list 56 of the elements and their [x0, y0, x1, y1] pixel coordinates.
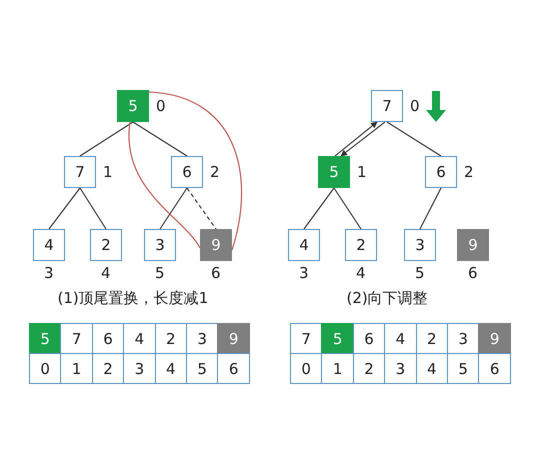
- tree-line: [80, 122, 134, 156]
- tree-line: [386, 122, 442, 156]
- index-label: 3: [299, 264, 309, 282]
- tree-line: [304, 188, 334, 230]
- tree-line: [186, 188, 216, 230]
- tree-node-box: 6: [171, 156, 203, 188]
- array-cell: 5: [321, 323, 354, 354]
- array-cell: 7: [60, 323, 93, 354]
- tree-node-box: 3: [404, 229, 436, 261]
- index-label: 5: [415, 264, 425, 282]
- tree-line: [132, 122, 188, 156]
- array-cell: 5: [29, 323, 62, 354]
- index-label: 4: [101, 264, 111, 282]
- index-label: 4: [356, 264, 366, 282]
- tree-node-box: 3: [144, 229, 176, 261]
- index-label: 5: [155, 264, 165, 282]
- array-cell: 6: [352, 323, 386, 354]
- index-label: 6: [211, 264, 221, 282]
- index-label: 2: [464, 163, 474, 181]
- tree-node-box: 9: [457, 229, 489, 261]
- caption-text: (2)向下调整: [346, 289, 428, 307]
- tree-line: [420, 188, 442, 230]
- tree-line: [160, 188, 188, 230]
- index-label: 2: [210, 163, 220, 181]
- array-cell: 9: [478, 323, 511, 354]
- index-label: 1: [103, 163, 113, 181]
- tree-node-box: 5: [117, 90, 149, 122]
- array-cell: 9: [217, 323, 250, 354]
- tree-node-box: 6: [425, 156, 457, 188]
- array-cell: 0: [29, 353, 62, 384]
- index-label: 3: [44, 264, 54, 282]
- tree-node-box: 2: [90, 229, 122, 261]
- arrow: [340, 122, 386, 156]
- array-cell: 7: [290, 323, 322, 354]
- index-label: 0: [410, 97, 420, 115]
- array-cell: 1: [321, 353, 354, 384]
- tree-line: [80, 188, 106, 230]
- caption-text: (1)顶尾置换，长度减1: [58, 289, 208, 307]
- array-cell: 6: [478, 353, 511, 384]
- tree-node-box: 7: [371, 90, 403, 122]
- index-label: 0: [156, 97, 166, 115]
- array-cell: 6: [217, 353, 250, 384]
- arrow: [334, 122, 378, 156]
- curved-line: [148, 91, 242, 250]
- array-cell: 0: [290, 353, 322, 384]
- index-label: 6: [468, 264, 478, 282]
- index-label: 1: [357, 163, 367, 181]
- curved-line: [128, 122, 200, 248]
- tree-node-box: 5: [318, 156, 350, 188]
- tree-line: [334, 188, 362, 230]
- tree-node-box: 4: [33, 229, 65, 261]
- tree-line: [48, 188, 80, 230]
- tree-node-box: 4: [288, 229, 320, 261]
- tree-node-box: 9: [200, 229, 232, 261]
- tree-node-box: 7: [64, 156, 96, 188]
- tree-node-box: 2: [345, 229, 377, 261]
